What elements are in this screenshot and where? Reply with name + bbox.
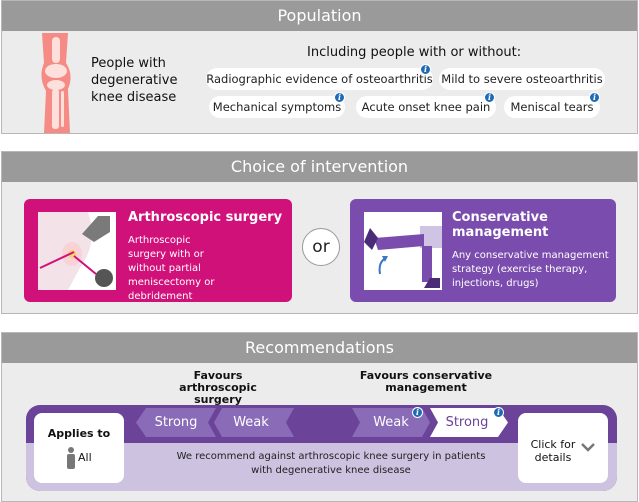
strength-arrows-surgery	[136, 408, 294, 437]
including-label: Including people with or without:	[307, 45, 522, 60]
strength-arrows-conservative	[352, 408, 508, 437]
chevron-down-icon	[581, 443, 595, 452]
applies-to-label: Applies to	[47, 427, 111, 440]
applies-to-value: All	[78, 451, 92, 464]
strength-strong-surgery: Strong	[154, 415, 198, 430]
condition-label: Meniscal tears	[510, 100, 594, 114]
intervention-panel: Choice of intervention Arthroscopic surg…	[1, 151, 638, 314]
arthroscopic-surgery-card[interactable]: Arthroscopic surgery Arthroscopic surger…	[24, 199, 292, 302]
strength-weak-surgery: Weak	[233, 415, 269, 430]
condition-pill-acute-onset[interactable]: Acute onset knee pain	[356, 96, 496, 118]
knee-leg-icon	[41, 33, 71, 133]
conservative-title: Conservative management	[452, 210, 549, 240]
condition-pill-osteoarthritis-severity: Mild to severe osteoarthritis	[439, 68, 605, 90]
info-icon[interactable]: i	[484, 92, 495, 103]
recommendations-panel: Recommendations Favours arthroscopic sur…	[1, 332, 638, 502]
conservative-description: Any conservative management strategy (ex…	[452, 250, 609, 289]
click-for-details-button[interactable]: Click for details	[518, 413, 608, 483]
info-icon[interactable]: i	[589, 92, 600, 103]
population-header: Population	[2, 1, 637, 31]
info-icon[interactable]: i	[493, 407, 504, 418]
applies-to-box: Applies to All	[34, 413, 124, 483]
or-divider: or	[302, 228, 340, 266]
info-icon[interactable]: i	[412, 407, 423, 418]
condition-pill-meniscal-tears[interactable]: Meniscal tears	[504, 96, 600, 118]
population-description: People with degenerative knee disease	[91, 56, 178, 105]
details-label: Click for details	[530, 438, 576, 464]
favours-conservative-label: Favours conservative management	[359, 369, 493, 394]
person-icon	[67, 447, 75, 469]
arthroscopy-illustration	[38, 212, 116, 290]
condition-label: Mechanical symptoms	[212, 100, 342, 114]
condition-label: Acute onset knee pain	[361, 100, 491, 114]
leg-exercise-illustration	[364, 212, 442, 290]
condition-pill-osteoarthritis-radiographic[interactable]: Radiographic evidence of osteoarthritis	[206, 68, 433, 90]
surgery-description: Arthroscopic surgery with or without par…	[128, 235, 215, 302]
info-icon[interactable]: i	[420, 64, 431, 75]
strength-strong-conservative-selected: Strong	[445, 415, 489, 430]
population-panel: Population People with degenerative knee…	[1, 0, 638, 134]
surgery-title: Arthroscopic surgery	[128, 210, 283, 225]
condition-label: Mild to severe osteoarthritis	[441, 72, 603, 86]
intervention-header: Choice of intervention	[2, 152, 637, 182]
info-icon[interactable]: i	[334, 92, 345, 103]
condition-label: Radiographic evidence of osteoarthritis	[206, 72, 433, 86]
conservative-management-card[interactable]: Conservative management Any conservative…	[350, 199, 616, 302]
favours-surgery-label: Favours arthroscopic surgery	[179, 369, 257, 406]
recommendation-bar: Strong Weak Weak Strong i i Applies to A…	[26, 405, 617, 491]
condition-pill-mechanical-symptoms[interactable]: Mechanical symptoms	[209, 96, 345, 118]
recommendations-header: Recommendations	[2, 333, 637, 363]
recommendation-statement: We recommend against arthroscopic knee s…	[176, 451, 486, 476]
strength-weak-conservative: Weak	[373, 415, 409, 430]
